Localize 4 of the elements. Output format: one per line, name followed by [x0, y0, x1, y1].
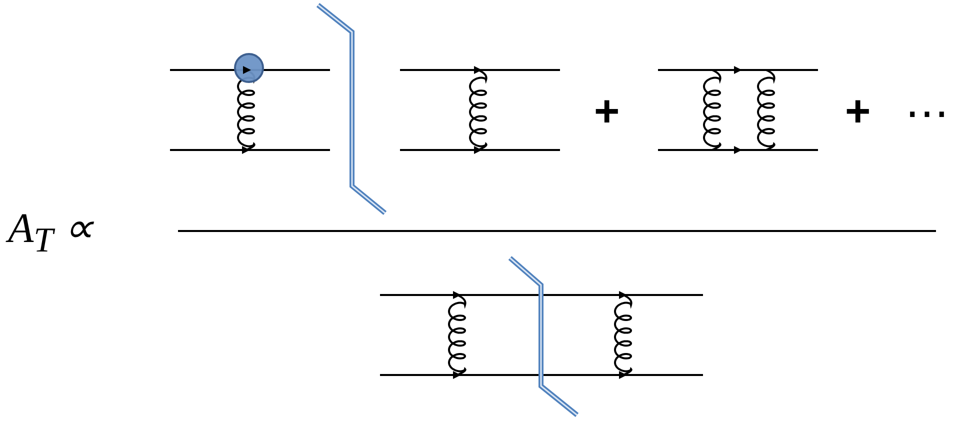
- plus-sign: +: [594, 90, 620, 134]
- ellipsis: ⋯: [905, 92, 949, 136]
- math-expression: A$_{T}$ ∝: [8, 208, 94, 258]
- plus-sign: +: [845, 90, 871, 134]
